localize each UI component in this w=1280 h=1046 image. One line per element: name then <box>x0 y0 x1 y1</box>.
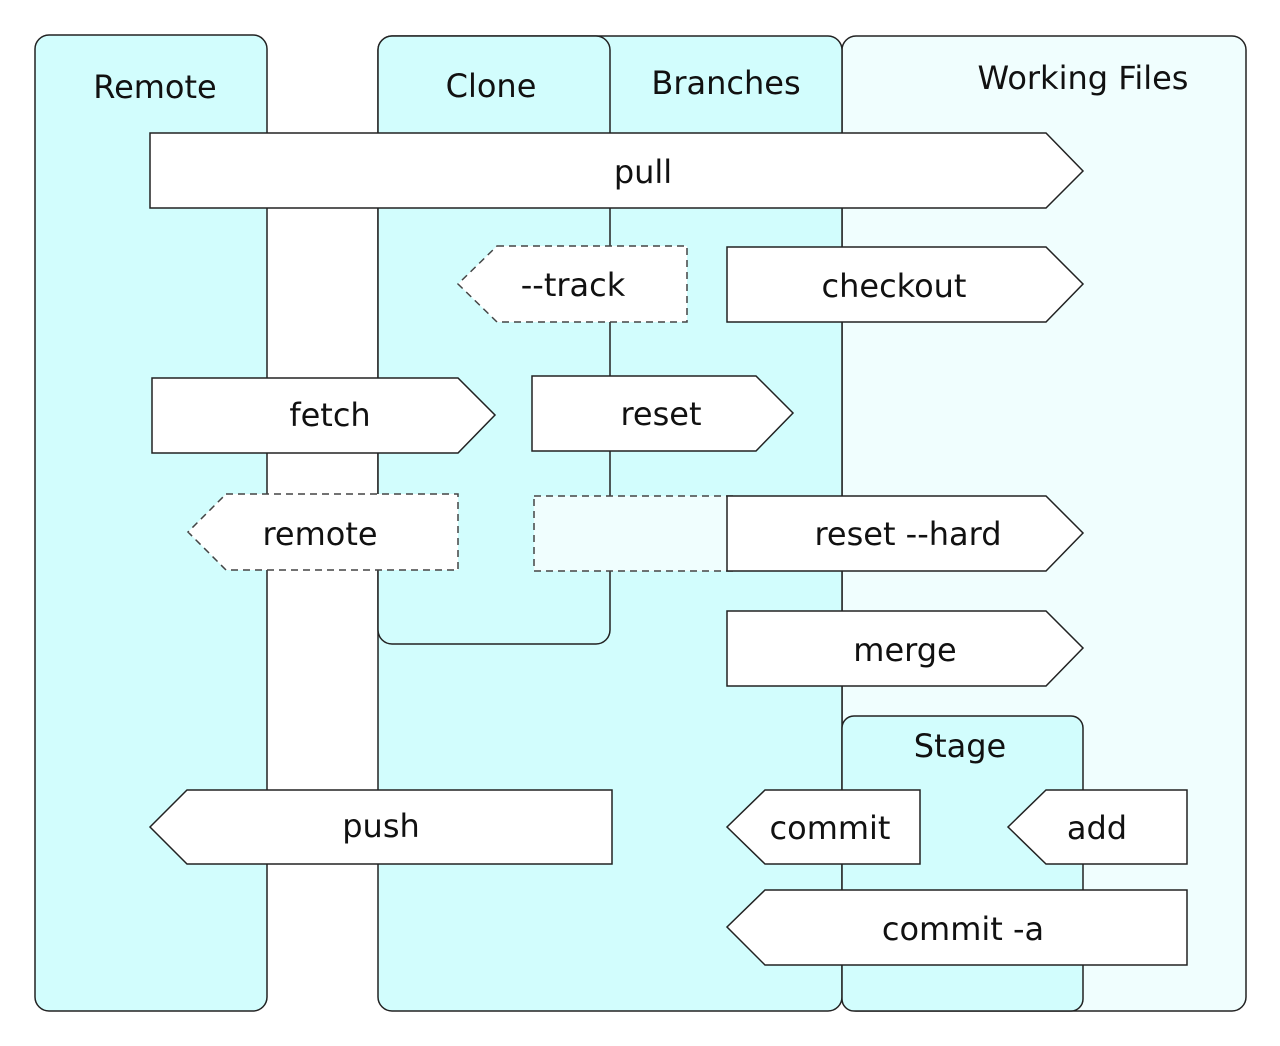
merge-label: merge <box>853 631 956 669</box>
add-arrow <box>1006 789 1188 865</box>
remote-lane-title: Remote <box>93 68 216 106</box>
reset-hard-label: reset --hard <box>814 515 1001 553</box>
track-label: --track <box>521 266 626 304</box>
stage-lane-title: Stage <box>914 727 1006 765</box>
commit-a-label: commit -a <box>882 910 1044 948</box>
merge-arrow <box>726 610 1085 687</box>
push-arrow <box>148 789 613 865</box>
reset-arrow <box>531 375 795 452</box>
commit-arrow <box>725 789 921 865</box>
push-label: push <box>342 807 420 845</box>
reset-hard-ghost-box <box>533 495 735 572</box>
commit-label: commit <box>770 809 891 847</box>
working-files-lane-title: Working Files <box>978 59 1189 97</box>
add-label: add <box>1067 809 1127 847</box>
fetch-label: fetch <box>289 396 370 434</box>
reset-label: reset <box>620 395 701 433</box>
pull-label: pull <box>614 153 672 191</box>
remote-label: remote <box>262 515 377 553</box>
pull-arrow <box>149 132 1085 209</box>
checkout-arrow <box>726 246 1085 323</box>
fetch-arrow <box>151 377 497 454</box>
commit-a-arrow <box>725 889 1188 966</box>
branches-lane-title: Branches <box>651 64 800 102</box>
remote-arrow <box>186 493 459 571</box>
checkout-label: checkout <box>822 267 967 305</box>
track-arrow <box>456 245 688 323</box>
reset-hard-arrow <box>726 495 1085 572</box>
clone-lane-title: Clone <box>446 67 537 105</box>
